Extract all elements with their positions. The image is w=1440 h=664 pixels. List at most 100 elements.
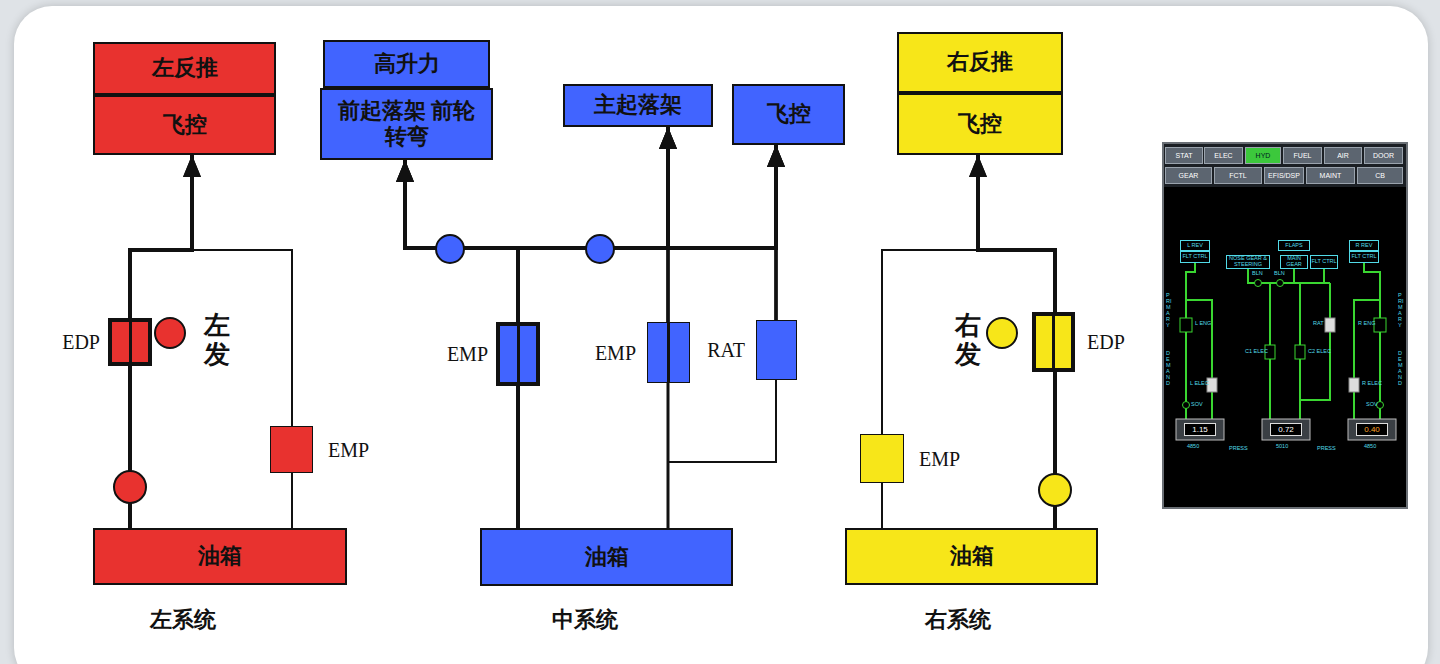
synoptic-box: MAIN GEAR <box>1280 255 1308 269</box>
box-label: 高升力 <box>368 51 446 77</box>
check-valve <box>114 471 146 503</box>
synoptic-text: 4850 <box>1187 444 1199 450</box>
engine-symbol <box>987 318 1017 348</box>
synoptic-text: C1 ELEC <box>1245 349 1268 355</box>
readout-frame <box>1176 419 1224 440</box>
pump-symbol <box>1295 345 1305 359</box>
valve-symbol <box>1277 280 1284 287</box>
system-box: 飞控 <box>897 93 1063 155</box>
tab-button: MAINT <box>1306 167 1355 184</box>
box-label: 飞控 <box>952 111 1008 137</box>
hydraulic-line <box>978 155 1055 312</box>
system-name: 左系统 <box>150 609 216 631</box>
synoptic-text: PRESS <box>1229 446 1248 452</box>
box-label: 飞控 <box>761 101 817 127</box>
tab-button: FUEL <box>1283 147 1322 164</box>
pump-divider <box>129 322 132 362</box>
synoptic-text: SOV <box>1191 402 1203 408</box>
pump-label: EMP <box>447 344 488 364</box>
hydraulic-line <box>668 127 776 320</box>
pump-symbol <box>1349 378 1359 392</box>
pressure-readout: 0.40 <box>1356 423 1388 436</box>
pump-box: EDP <box>1032 312 1075 372</box>
tab-button: ELEC <box>1204 147 1243 164</box>
hydraulic-line <box>775 145 778 320</box>
system-box: 左反推 <box>93 42 276 95</box>
synoptic-text: BLN <box>1252 271 1263 277</box>
hydraulic-line <box>518 127 668 322</box>
synoptic-text: 5010 <box>1276 444 1288 450</box>
valve-symbol <box>1183 402 1190 409</box>
box-label: 油箱 <box>579 544 635 570</box>
tab-button: DOOR <box>1364 147 1403 164</box>
box-label: 前起落架 前轮转弯 <box>322 98 491 151</box>
box-label: 油箱 <box>944 543 1000 569</box>
pressure-readout: 0.72 <box>1270 423 1302 436</box>
tab-button: CB <box>1357 167 1403 184</box>
engine-label: 左发 <box>204 312 230 369</box>
tab-button: STAT <box>1165 147 1203 164</box>
box-label: 左反推 <box>146 55 224 81</box>
pump-box: EMP <box>647 322 690 383</box>
hydraulic-line <box>130 155 192 318</box>
synoptic-box: FLT CTRL <box>1349 251 1379 263</box>
pump-symbol <box>1180 318 1192 332</box>
synoptic-text: PRIMARY <box>1398 292 1404 328</box>
hydraulic-line <box>405 160 518 322</box>
priority-valve <box>436 235 464 263</box>
synoptic-text: C2 ELEC <box>1308 349 1331 355</box>
synoptic-box: R REV <box>1349 240 1379 251</box>
synoptic-text: 4850 <box>1364 444 1376 450</box>
synoptic-box: FLT CTRL <box>1310 255 1338 269</box>
hydraulic-line <box>881 483 883 528</box>
system-box: 飞控 <box>732 84 845 145</box>
pump-box: EMP <box>270 426 313 473</box>
synoptic-text: L ELEC <box>1190 381 1209 387</box>
synoptic-screen <box>1163 143 1407 508</box>
synoptic-box: FLT CTRL <box>1180 251 1210 263</box>
pump-box: EMP <box>496 322 540 386</box>
engine-symbol <box>155 318 185 348</box>
hydraulic-line <box>518 145 776 322</box>
synoptic-text: PRESS <box>1317 446 1336 452</box>
pump-symbol <box>1325 318 1335 332</box>
synoptic-text: PRIMARY <box>1166 292 1172 328</box>
synoptic-box: FLAPS <box>1278 240 1310 251</box>
synoptic-text: R ENG <box>1358 321 1375 327</box>
system-name: 右系统 <box>925 609 991 631</box>
system-name: 中系统 <box>552 609 618 631</box>
pump-label: EDP <box>1087 332 1125 352</box>
tab-button: EFIS/DSP <box>1264 167 1304 184</box>
pump-label: RAT <box>707 340 745 360</box>
synoptic-line <box>1364 263 1380 420</box>
hydraulic-line <box>516 386 520 528</box>
synoptic-text: BLN <box>1274 271 1285 277</box>
synoptic-text: L ENG <box>1195 321 1211 327</box>
engine-label: 右发 <box>955 312 981 369</box>
tab-strip <box>1164 144 1406 187</box>
pump-label: EMP <box>919 449 960 469</box>
valve-symbol <box>1255 280 1262 287</box>
synoptic-box: NOSE GEAR & STEERING <box>1226 255 1270 269</box>
hydraulic-line <box>291 473 293 528</box>
tab-button: AIR <box>1324 147 1362 164</box>
pump-divider <box>1052 316 1055 368</box>
pump-label: EMP <box>595 343 636 363</box>
pump-divider <box>517 326 520 382</box>
synoptic-box: L REV <box>1180 240 1210 251</box>
hydraulic-line <box>668 380 776 528</box>
pump-label: EDP <box>62 332 100 352</box>
synoptic-text: RAT <box>1313 321 1324 327</box>
readout-frame <box>1262 419 1310 440</box>
hydraulic-line <box>405 160 668 322</box>
synoptic-text: DEMAND <box>1166 350 1172 386</box>
pressure-readout: 1.15 <box>1184 423 1216 436</box>
box-label: 主起落架 <box>588 92 688 118</box>
synoptic-text: DEMAND <box>1398 350 1404 386</box>
pump-divider <box>667 323 670 382</box>
synoptic-line <box>1186 263 1195 420</box>
readout-frame <box>1348 419 1396 440</box>
tab-button: HYD <box>1245 147 1281 164</box>
box-label: 飞控 <box>157 112 213 138</box>
reservoir-box: 油箱 <box>480 528 733 586</box>
